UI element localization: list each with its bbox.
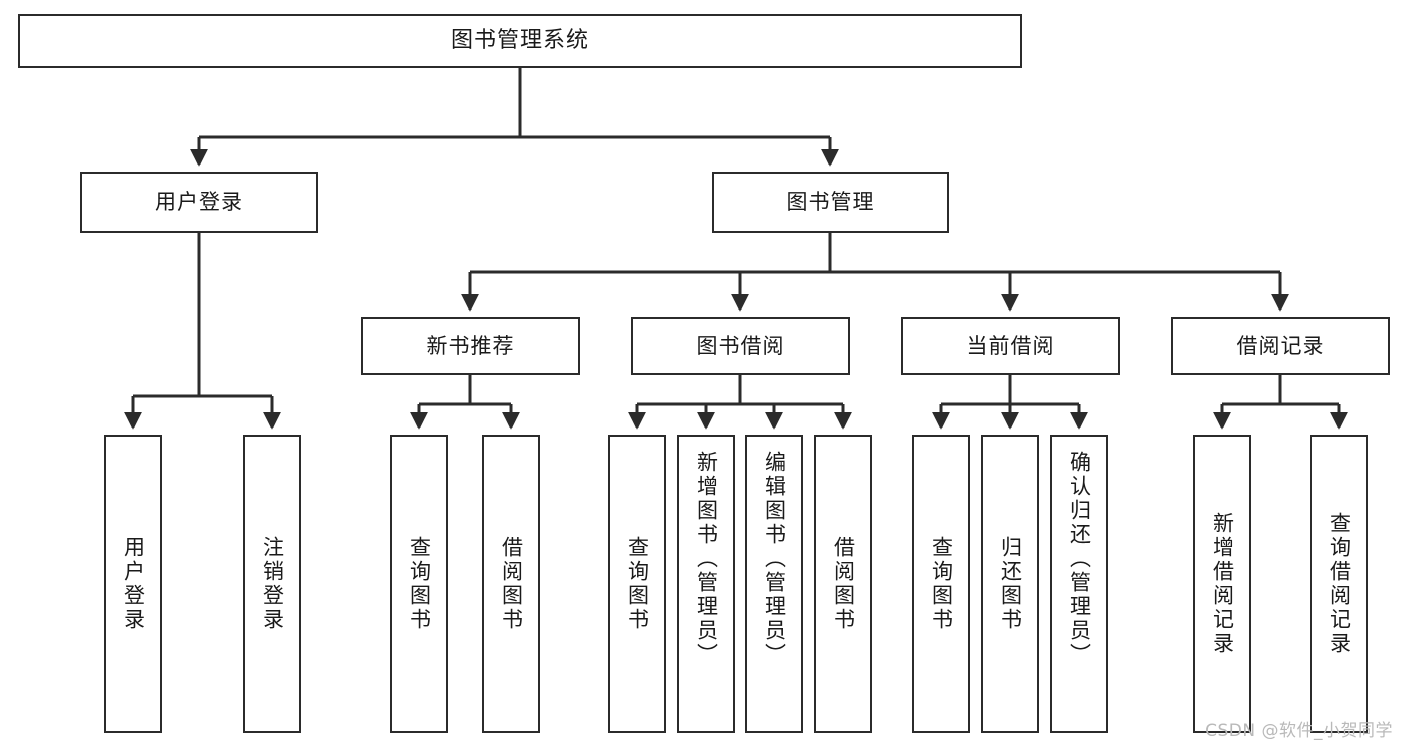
node-label: 查询图书 [625,536,650,632]
node-label: 新增图书（管理员） [694,451,719,667]
node-label: 借阅记录 [1236,333,1325,358]
node-label: 新书推荐 [426,333,515,358]
leaf-logout[interactable]: 注销登录 [243,435,301,733]
node-label: 图书管理 [786,190,875,215]
node-label: 图书管理系统 [450,28,589,54]
node-label: 用户登录 [155,190,243,215]
node-label: 查询借阅记录 [1327,512,1352,656]
node-label: 确认归还（管理员） [1067,451,1092,667]
node-label: 查询图书 [407,536,432,632]
leaf-query-books-recommend[interactable]: 查询图书 [390,435,448,733]
node-label: 注销登录 [260,536,285,632]
leaf-edit-book-admin[interactable]: 编辑图书（管理员） [745,435,803,733]
leaf-borrow-books[interactable]: 借阅图书 [814,435,872,733]
node-current-borrowing[interactable]: 当前借阅 [901,317,1120,375]
node-borrow-records[interactable]: 借阅记录 [1171,317,1390,375]
node-label: 用户登录 [121,536,146,632]
leaf-add-book-admin[interactable]: 新增图书（管理员） [677,435,735,733]
node-new-book-recommendation[interactable]: 新书推荐 [361,317,580,375]
leaf-return-books[interactable]: 归还图书 [981,435,1039,733]
node-root-book-management-system[interactable]: 图书管理系统 [18,14,1022,68]
node-label: 查询图书 [929,536,954,632]
node-label: 新增借阅记录 [1210,512,1235,656]
node-book-management[interactable]: 图书管理 [712,172,949,233]
leaf-query-borrow-record[interactable]: 查询借阅记录 [1310,435,1368,733]
leaf-query-books-borrow[interactable]: 查询图书 [608,435,666,733]
node-label: 借阅图书 [499,536,524,632]
leaf-user-login[interactable]: 用户登录 [104,435,162,733]
leaf-query-books-current[interactable]: 查询图书 [912,435,970,733]
node-book-borrowing[interactable]: 图书借阅 [631,317,850,375]
node-label: 当前借阅 [966,333,1055,358]
leaf-borrow-books-recommend[interactable]: 借阅图书 [482,435,540,733]
leaf-add-borrow-record[interactable]: 新增借阅记录 [1193,435,1251,733]
node-label: 归还图书 [998,536,1023,632]
csdn-watermark: CSDN @软件_小贺同学 [1205,721,1393,741]
node-label: 编辑图书（管理员） [762,451,787,667]
node-label: 借阅图书 [831,536,856,632]
leaf-confirm-return-admin[interactable]: 确认归还（管理员） [1050,435,1108,733]
node-label: 图书借阅 [696,333,785,358]
node-user-login[interactable]: 用户登录 [80,172,318,233]
